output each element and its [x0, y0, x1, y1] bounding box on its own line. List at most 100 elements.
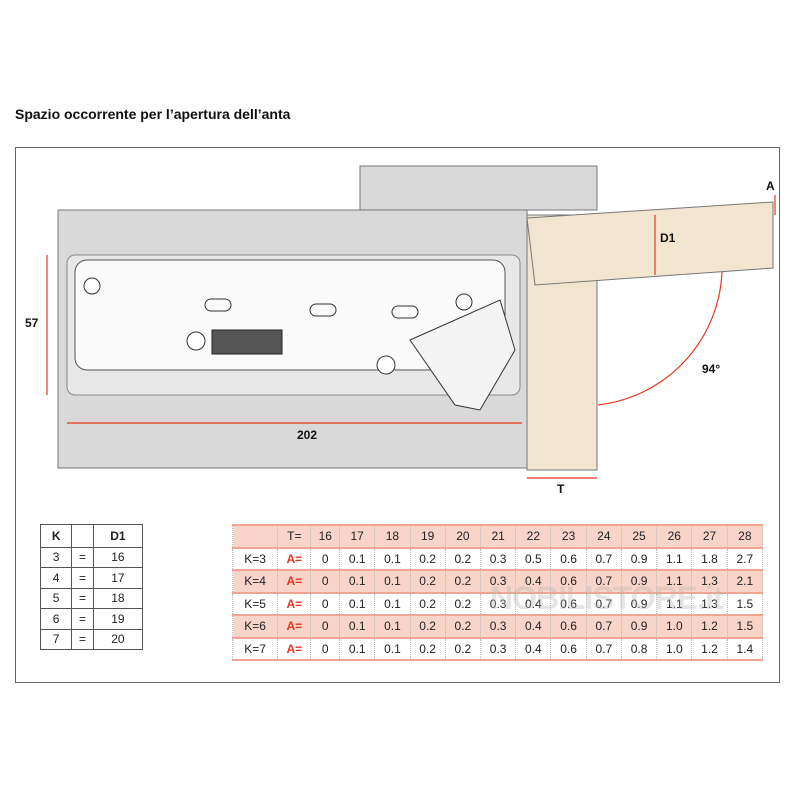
screw-icon: [83, 277, 101, 295]
screw-icon: [376, 355, 396, 375]
cell: 0.2: [444, 592, 482, 616]
top-panel: [359, 165, 598, 211]
cell: 17: [339, 524, 376, 549]
cell: 19: [92, 608, 144, 630]
cell: =: [71, 628, 94, 650]
cell: 18: [92, 587, 144, 609]
cell: 1.1: [656, 570, 693, 594]
cell: 0.7: [585, 570, 622, 594]
cell: 0: [310, 547, 341, 571]
cell: 0.3: [479, 637, 517, 661]
cell: 0.3: [479, 570, 517, 594]
cell: 1.5: [726, 592, 764, 616]
cell: 0.4: [515, 637, 552, 661]
table-row: 5=18: [39, 587, 144, 609]
cell: 0.9: [620, 592, 658, 616]
slot: [391, 305, 419, 319]
cell: 0.3: [479, 547, 517, 571]
thickness-dimension: T: [557, 482, 565, 496]
cell: 1.5: [726, 615, 764, 639]
table-row: 7=20: [39, 628, 144, 650]
cell: 1.4: [726, 637, 764, 661]
cell: 6: [39, 608, 73, 630]
cell: 2.1: [726, 570, 764, 594]
header-d1: D1: [92, 524, 144, 548]
cell: 0.4: [515, 615, 552, 639]
cell: 0.4: [515, 570, 552, 594]
cell: 1.0: [656, 637, 693, 661]
cell: 23: [550, 524, 587, 549]
cell: T=: [277, 524, 312, 549]
page-title: Spazio occorrente per l’apertura dell’an…: [15, 106, 291, 122]
cell: A=: [277, 570, 312, 594]
watermark: NOBILISTORE.it: [490, 580, 724, 616]
cell: 24: [585, 524, 622, 549]
cell: 1.3: [691, 592, 728, 616]
cell: 0.7: [585, 592, 622, 616]
cell: K=7: [231, 637, 279, 661]
cell: 0.2: [444, 615, 482, 639]
cell: 0.1: [374, 637, 411, 661]
cell: 19: [409, 524, 446, 549]
cell: 0.2: [409, 637, 446, 661]
cell: 0.1: [339, 570, 376, 594]
cell: 2.7: [726, 547, 764, 571]
cell: 0.9: [620, 570, 658, 594]
cell: 0.3: [479, 615, 517, 639]
cell: A=: [277, 615, 312, 639]
opened-door: [526, 201, 774, 286]
cell: 20: [92, 628, 144, 650]
cell: [231, 524, 279, 549]
cell: K=6: [231, 615, 279, 639]
cell: 0.8: [620, 637, 658, 661]
arm: [409, 299, 516, 411]
cell: 0.6: [550, 637, 587, 661]
cell: 4: [39, 567, 73, 589]
cell: 7: [39, 628, 73, 650]
cell: A=: [277, 592, 312, 616]
cell: 0.7: [585, 547, 622, 571]
table-row: 3=16: [39, 546, 144, 568]
cell: =: [71, 587, 94, 609]
cell: =: [71, 546, 94, 568]
cell: K=4: [231, 570, 279, 594]
cell: 5: [39, 587, 73, 609]
cell: 26: [656, 524, 693, 549]
cell: 0: [310, 637, 341, 661]
header-k: K: [39, 524, 73, 548]
cell: 16: [92, 546, 144, 568]
cell: 1.1: [656, 547, 693, 571]
cell: 0.4: [515, 592, 552, 616]
screw-icon: [186, 331, 206, 351]
cell: 0: [310, 570, 341, 594]
cell: 1.2: [691, 637, 728, 661]
cell: 0.6: [550, 547, 587, 571]
slot: [309, 303, 337, 317]
cell: A=: [277, 547, 312, 571]
slot: [204, 298, 232, 312]
cell: 0.1: [374, 592, 411, 616]
table-row: 6=19: [39, 608, 144, 630]
cell: 28: [726, 524, 764, 549]
cell: 22: [515, 524, 552, 549]
cell: 0.7: [585, 615, 622, 639]
cell: 27: [691, 524, 728, 549]
cell: 0.1: [374, 615, 411, 639]
d1-dimension: D1: [660, 231, 676, 245]
cell: 0.9: [620, 615, 658, 639]
cell: 17: [92, 567, 144, 589]
cell: 0: [310, 615, 341, 639]
dimension-lines: [46, 195, 776, 479]
cell: 25: [620, 524, 658, 549]
cell: 0.2: [444, 570, 482, 594]
cell: 0.1: [339, 637, 376, 661]
cell: =: [71, 567, 94, 589]
cell: 18: [374, 524, 411, 549]
angle-dimension: 94°: [702, 362, 721, 376]
table-row: 4=17: [39, 567, 144, 589]
